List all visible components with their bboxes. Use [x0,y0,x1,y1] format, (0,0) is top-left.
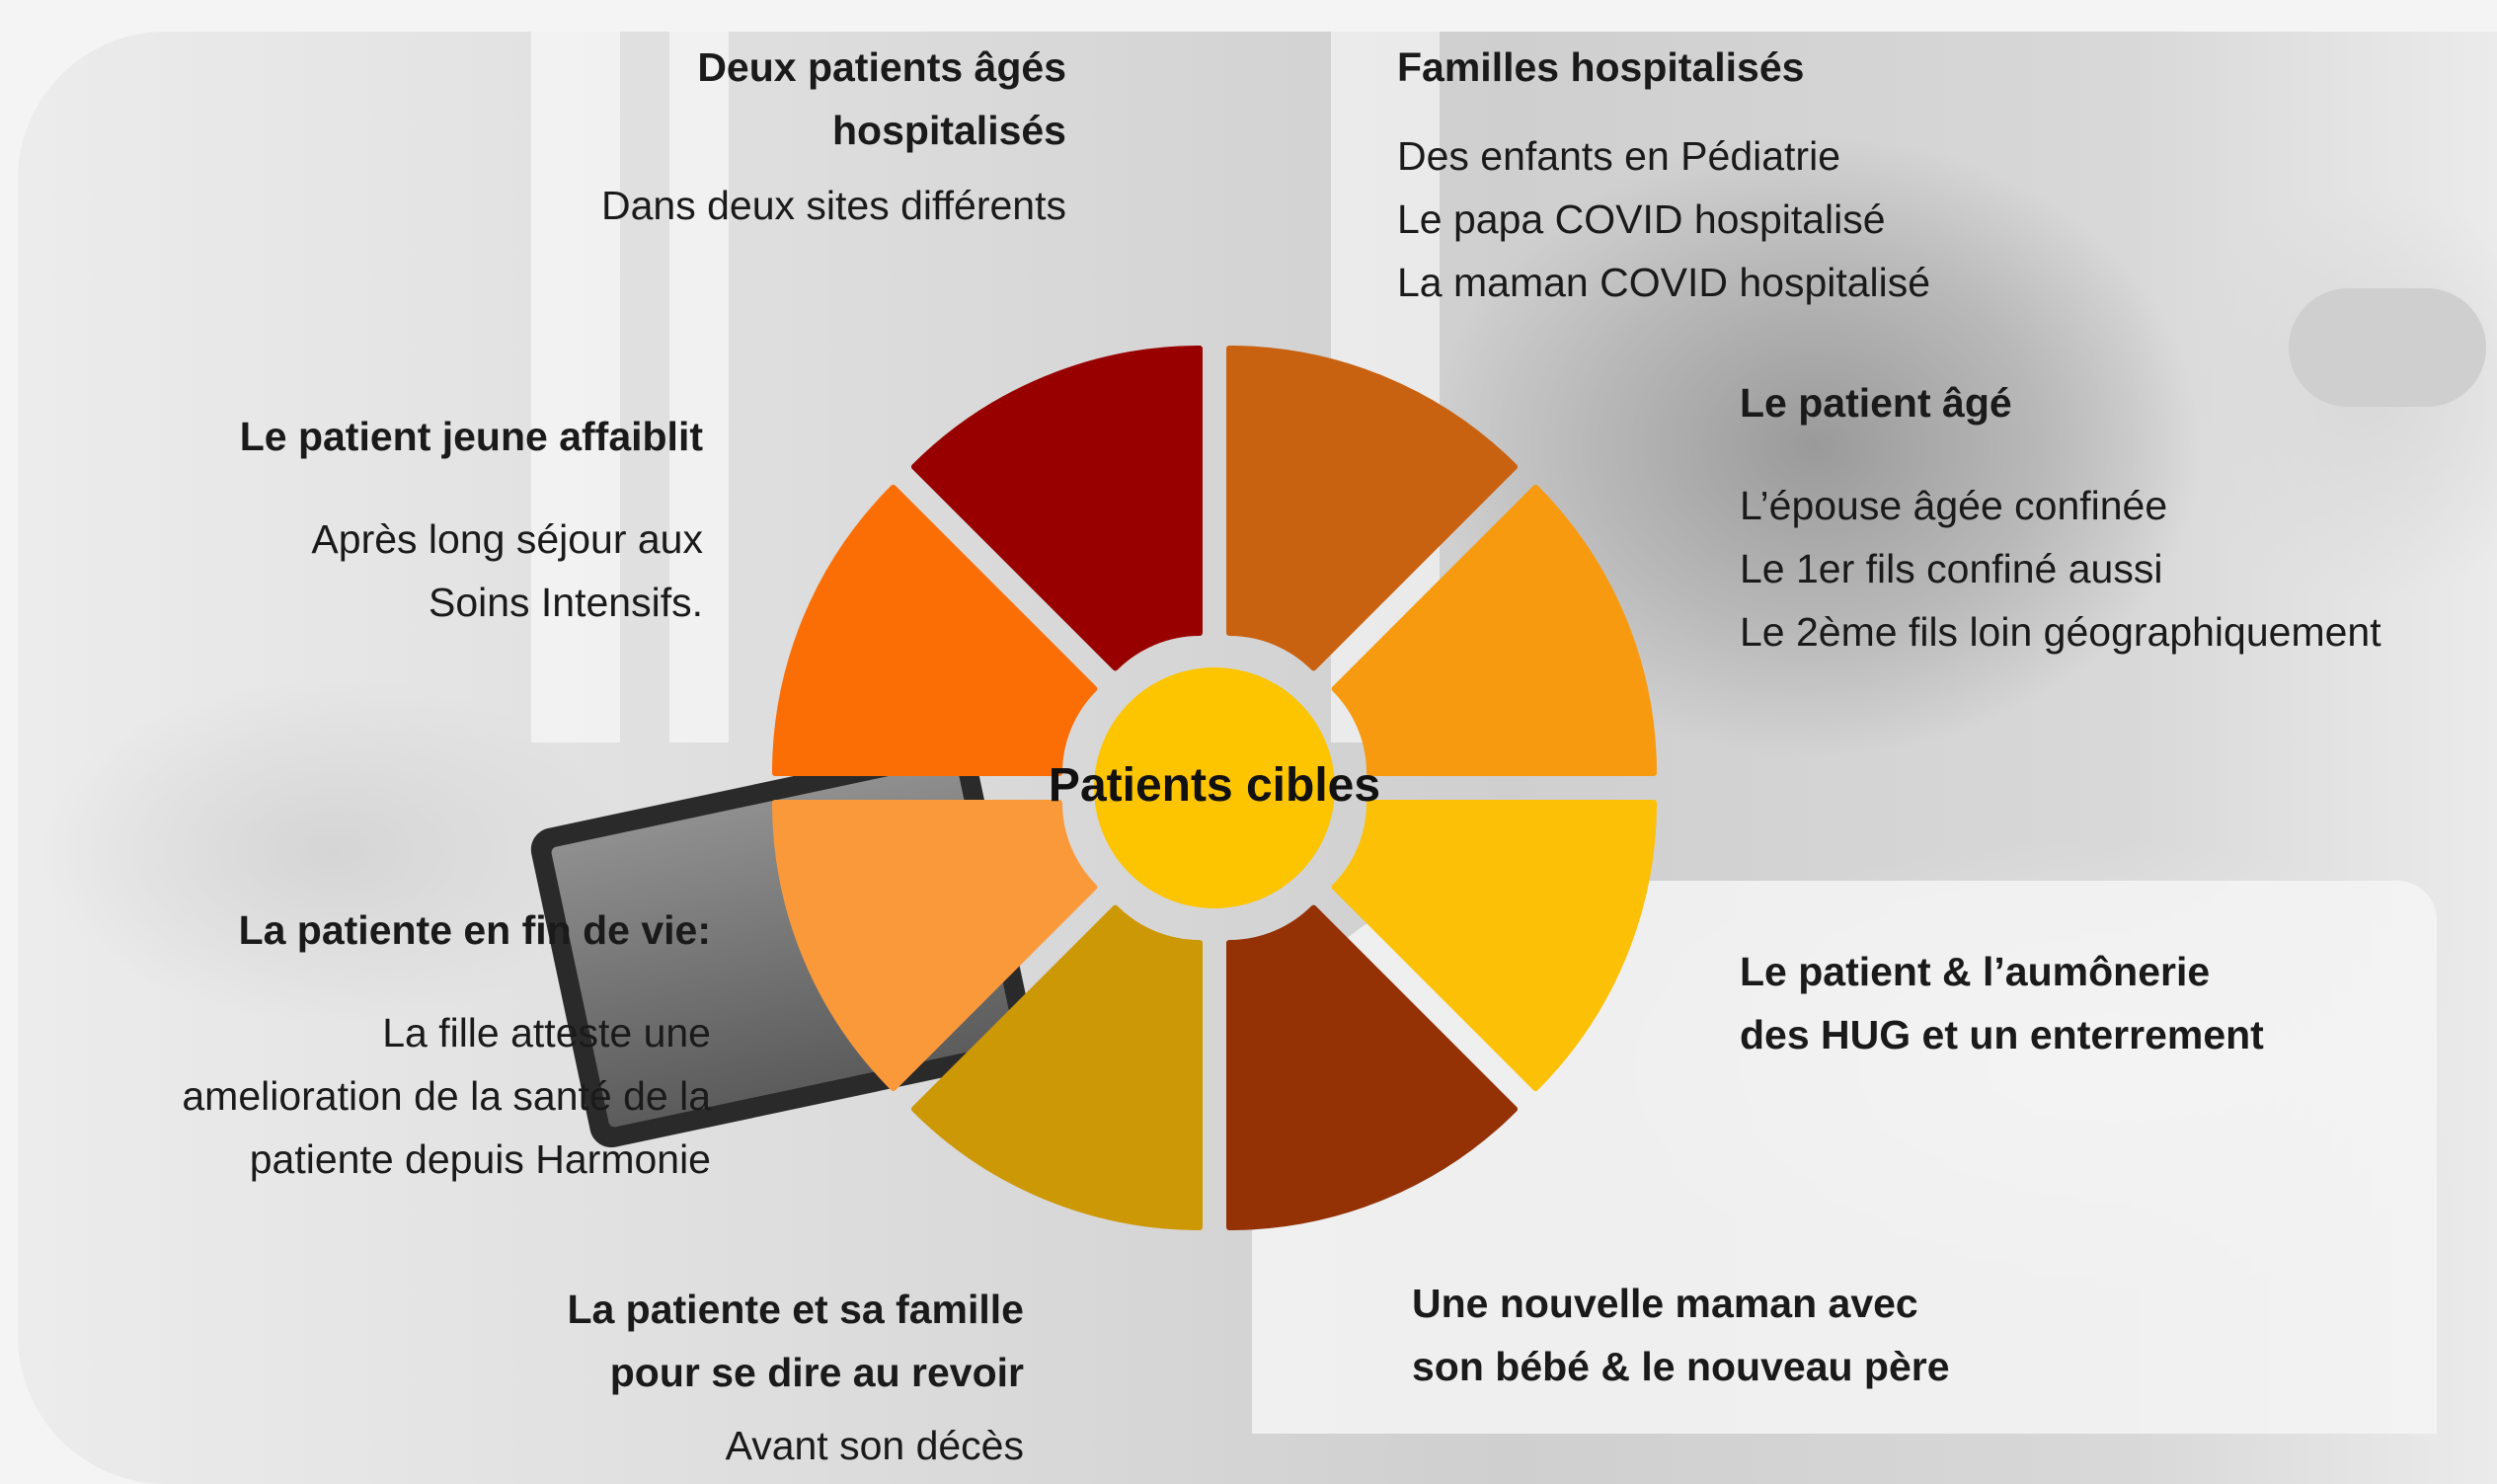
block-title: pour se dire au revoir [609,1350,1024,1395]
block-title: son bébé & le nouveau père [1412,1344,1950,1389]
block-title: Deux patients âgés [697,44,1066,90]
block-line: amelioration de la santé de la [182,1073,711,1119]
block-aumonerie: Le patient & l’aumônerie des HUG et un e… [1740,940,2470,1066]
block-fin-vie: La patiente en fin de vie: La fille atte… [39,898,711,1191]
wheel-segment-bottom-right [1226,904,1519,1230]
block-age: Le patient âgé L’épouse âgée confinée Le… [1740,371,2490,664]
block-title: Le patient jeune affaiblit [239,414,703,459]
wheel-segment-top-left [910,346,1203,671]
block-familles: Familles hospitalisés Des enfants en Péd… [1397,36,2187,314]
block-line: Dans deux sites différents [601,183,1066,228]
block-jeune: Le patient jeune affaiblit Après long sé… [59,405,703,634]
block-line: Des enfants en Pédiatrie [1397,133,1840,179]
block-title: des HUG et un enterrement [1740,1012,2264,1057]
block-title: hospitalisés [832,108,1066,153]
center-circle [1094,667,1335,908]
hair-shape [2289,288,2486,407]
block-line: Le 1er fils confiné aussi [1740,546,2163,591]
window-light [669,32,729,742]
block-title: Familles hospitalisés [1397,44,1805,90]
block-line: Après long séjour aux [311,516,703,562]
wheel-segment-right-lower [1331,800,1657,1092]
center-label: Patients cibles [1048,759,1381,812]
block-line: Soins Intensifs. [428,580,703,625]
block-line: Le 2ème fils loin géographiquement [1740,609,2381,655]
wheel-segment-bottom-left [910,904,1203,1230]
block-title: Une nouvelle maman avec [1412,1281,1918,1326]
wheel-segment-top-right [1226,346,1519,671]
block-line: patiente depuis Harmonie [249,1136,711,1182]
block-line: La maman COVID hospitalisé [1397,260,1931,305]
block-line: L’épouse âgée confinée [1740,483,2168,528]
block-line: Le papa COVID hospitalisé [1397,196,1886,242]
block-title: Le patient âgé [1740,380,2012,426]
wheel-segment-right-upper [1331,484,1657,776]
background-photo [18,32,2497,1484]
block-line: La fille atteste une [382,1010,711,1055]
block-line: Avant son décès [725,1423,1024,1468]
wheel-segment-left-lower [772,800,1098,1092]
window-light [531,32,620,742]
block-title: Le patient & l’aumônerie [1740,949,2211,994]
block-deux-patients: Deux patients âgés hospitalisés Dans deu… [375,36,1066,237]
wheel-segment-left-upper [772,484,1098,776]
block-title: La patiente en fin de vie: [238,907,711,953]
patients-wheel [772,346,1657,1230]
block-nouvelle-maman: Une nouvelle maman avec son bébé & le no… [1412,1272,2162,1398]
block-title: La patiente et sa famille [567,1287,1024,1332]
block-famille-revoir: La patiente et sa famille pour se dire a… [336,1278,1024,1477]
